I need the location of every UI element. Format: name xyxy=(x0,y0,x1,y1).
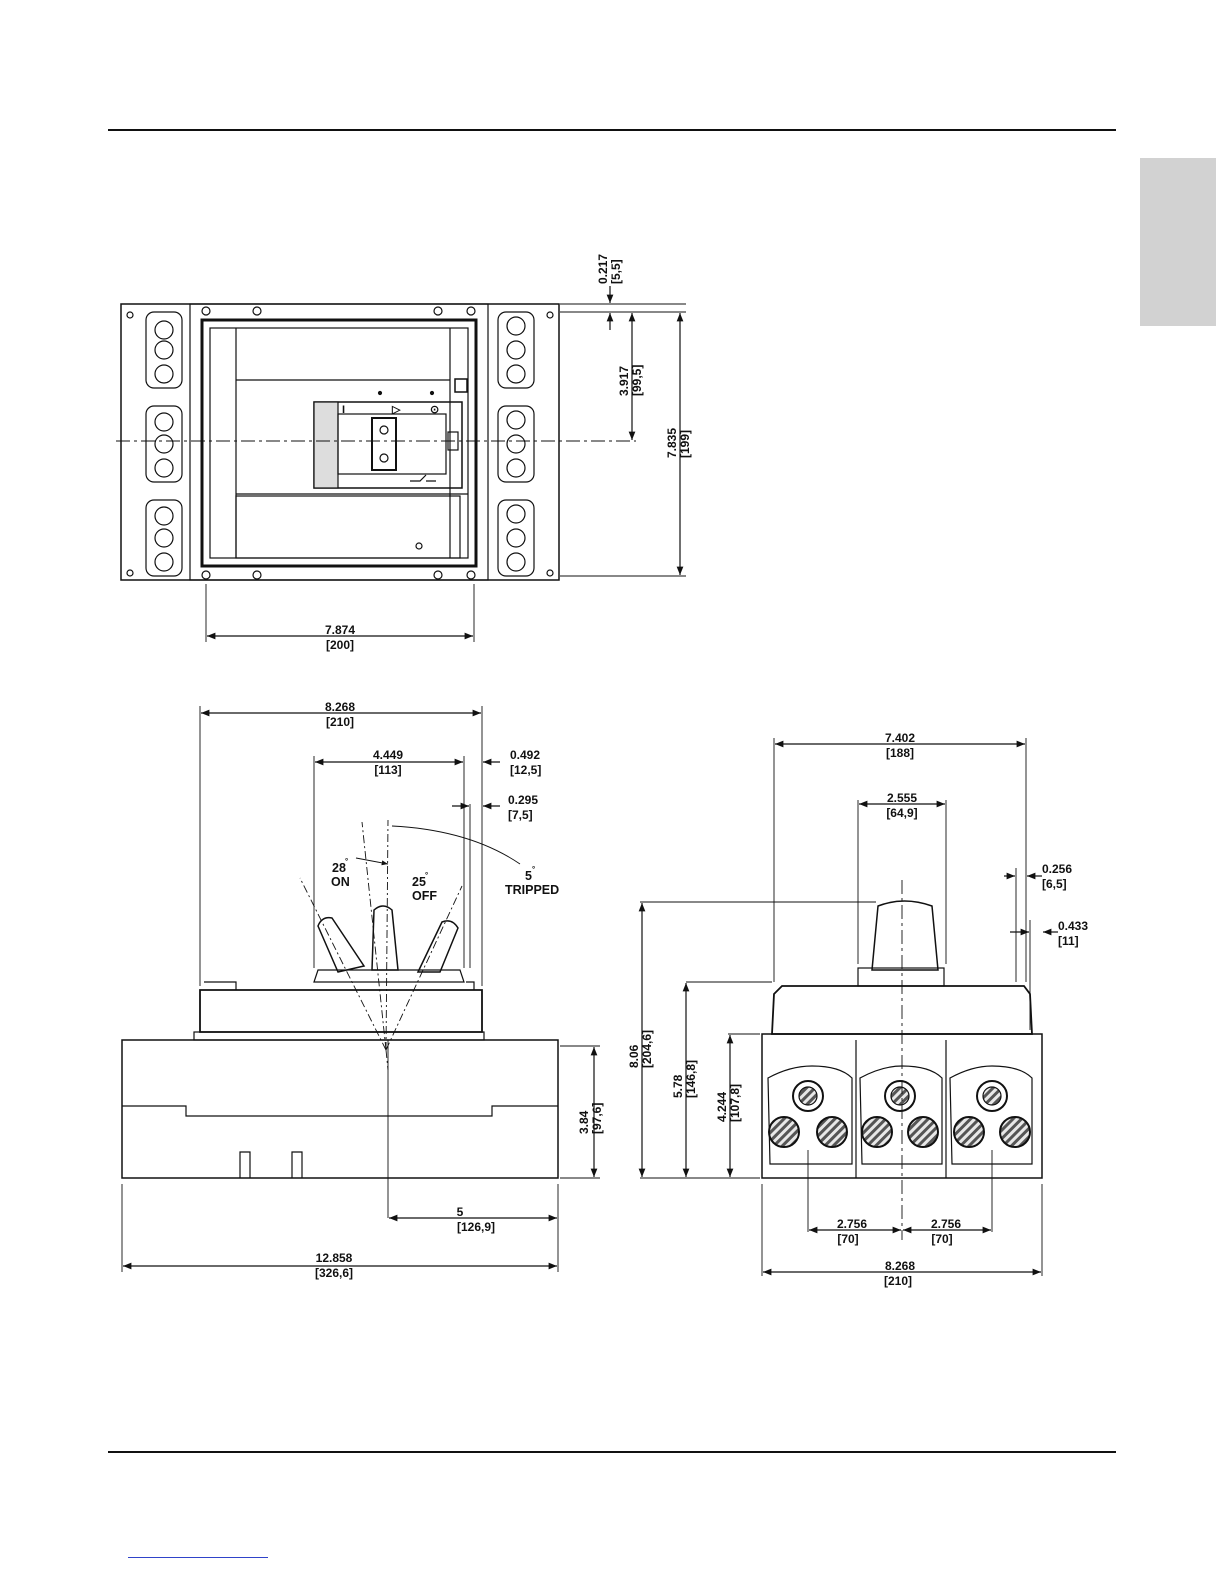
dim-8268-front-value: 8.268 xyxy=(885,1259,915,1273)
top-view-lower-panel xyxy=(236,496,460,558)
angle-tripped-degrees: 5 xyxy=(525,869,532,883)
dim-7835-value: 7.835 xyxy=(665,428,679,458)
angle-on-degrees: 28 xyxy=(332,861,346,875)
side-view-handle-base xyxy=(314,970,464,982)
dim-3917-value: 3.917 xyxy=(617,366,631,396)
dim-0433-metric: [11] xyxy=(1058,934,1079,948)
corner-screws xyxy=(127,307,553,579)
side-view-cover xyxy=(200,990,482,1032)
dim-8268-side-value: 8.268 xyxy=(325,700,355,714)
dim-7835-metric: [199] xyxy=(678,430,692,458)
dim-0295-value: 0.295 xyxy=(508,793,538,807)
handle-position-on[interactable] xyxy=(318,918,364,972)
dim-12858-metric: [326,6] xyxy=(315,1266,353,1280)
dim-4244-value: 4.244 xyxy=(715,1092,729,1122)
angle-tripped-label: TRIPPED xyxy=(505,883,559,897)
side-view-cover-top xyxy=(204,982,474,990)
dim-8268-side-metric: [210] xyxy=(326,715,354,729)
dim-12858-value: 12.858 xyxy=(316,1251,353,1265)
symbol-on: I xyxy=(342,404,345,416)
dim-384-value: 3.84 xyxy=(577,1110,591,1134)
dim-0256-value: 0.256 xyxy=(1042,862,1072,876)
dim-0433-value: 0.433 xyxy=(1058,919,1088,933)
front-view-handle[interactable] xyxy=(872,901,938,970)
dim-2756-right-value: 2.756 xyxy=(931,1217,961,1231)
dim-7402-value: 7.402 xyxy=(885,731,915,745)
dim-806-value: 8.06 xyxy=(627,1044,641,1068)
angle-arc-on xyxy=(356,858,388,864)
angle-on-degree-symbol: ° xyxy=(345,857,348,866)
dim-0492-value: 0.492 xyxy=(510,748,540,762)
angle-off-degrees: 25 xyxy=(412,875,426,889)
cover-dot xyxy=(431,392,434,395)
angle-off-label: OFF xyxy=(412,889,437,903)
right-terminals xyxy=(498,312,534,576)
dim-7402-metric: [188] xyxy=(886,746,914,760)
dim-0295-metric: [7,5] xyxy=(508,808,533,822)
angle-tripped-degree-symbol: ° xyxy=(532,865,535,874)
dim-578-metric: [146,8] xyxy=(684,1060,698,1098)
dim-0217-value: 0.217 xyxy=(596,254,610,284)
dim-2555-value: 2.555 xyxy=(887,791,917,805)
symbol-off: ⊙ xyxy=(430,404,439,416)
handle-window-shade xyxy=(314,402,338,488)
brand-mark xyxy=(455,379,467,392)
handle-symbol-trip xyxy=(410,475,436,481)
handle-screw xyxy=(380,454,388,462)
dim-384-metric: [97,6] xyxy=(590,1103,604,1134)
side-view-base-slot xyxy=(240,1152,250,1178)
symbol-tripped: ▷ xyxy=(391,404,401,416)
terminal-pole-2 xyxy=(860,1066,942,1164)
handle-screw xyxy=(380,426,388,434)
handle-position-off[interactable] xyxy=(372,906,398,970)
dim-5-metric: [126,9] xyxy=(457,1220,495,1234)
terminal-pole-1 xyxy=(768,1066,852,1164)
dim-2555-metric: [64,9] xyxy=(886,806,917,820)
dim-5-value: 5 xyxy=(457,1205,464,1219)
top-view xyxy=(116,286,686,642)
dim-2756-right-metric: [70] xyxy=(931,1232,952,1246)
side-view xyxy=(122,706,600,1272)
angle-off-degree-symbol: ° xyxy=(425,871,428,880)
cover-dot xyxy=(379,392,382,395)
dim-8268-front-metric: [210] xyxy=(884,1274,912,1288)
dim-2756-left-metric: [70] xyxy=(837,1232,858,1246)
top-view-body xyxy=(121,304,559,580)
top-view-cover xyxy=(190,304,488,580)
handle-slot xyxy=(338,414,446,474)
dim-0492-metric: [12,5] xyxy=(510,763,541,777)
top-view-frame xyxy=(202,320,476,566)
cover-screw xyxy=(416,543,422,549)
dim-4449-metric: [113] xyxy=(374,763,401,777)
side-view-base-slot xyxy=(292,1152,302,1178)
dim-0256-metric: [6,5] xyxy=(1042,877,1067,891)
dim-578-value: 5.78 xyxy=(671,1074,685,1098)
front-view xyxy=(640,738,1058,1276)
top-view-inner xyxy=(210,328,468,558)
dim-806-metric: [204,6] xyxy=(640,1030,654,1068)
dim-7874-metric: [200] xyxy=(326,638,354,652)
handle-position-tripped[interactable] xyxy=(418,921,458,972)
dim-2756-left-value: 2.756 xyxy=(837,1217,867,1231)
angle-on-label: ON xyxy=(331,875,350,889)
dim-3917-metric: [99,5] xyxy=(630,365,644,396)
dim-0217-metric: [5,5] xyxy=(609,259,623,284)
side-view-mount-plate xyxy=(194,1032,484,1040)
dim-4244-metric: [107,8] xyxy=(728,1084,742,1122)
dim-7874-value: 7.874 xyxy=(325,623,355,637)
left-terminals xyxy=(146,312,182,576)
terminal-pole-3 xyxy=(950,1066,1032,1164)
angle-arc-tripped xyxy=(392,826,520,864)
dim-4449-value: 4.449 xyxy=(373,748,403,762)
side-view-base-step xyxy=(122,1106,558,1116)
